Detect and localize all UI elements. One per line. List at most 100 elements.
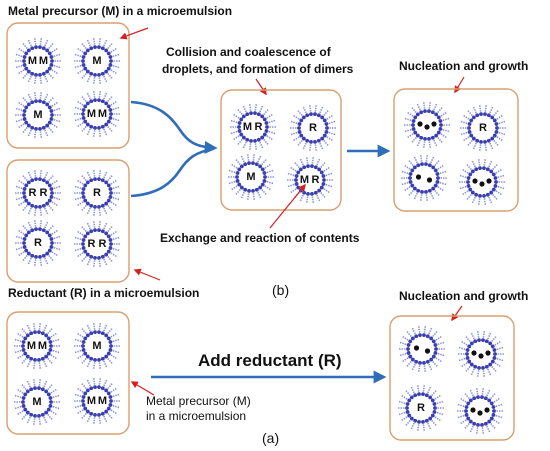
surfactant-tail bbox=[14, 394, 24, 399]
surfactant-head bbox=[33, 330, 37, 335]
surfactant-head bbox=[436, 130, 441, 135]
surfactant-head bbox=[33, 386, 37, 391]
nucleation-box-bottom: R bbox=[389, 315, 515, 441]
surfactant-tail bbox=[487, 160, 493, 170]
micelle bbox=[404, 102, 450, 148]
surfactant-head bbox=[436, 176, 440, 180]
surfactant-head bbox=[419, 135, 424, 140]
surfactant-head bbox=[38, 204, 42, 209]
surfactant-head bbox=[29, 412, 34, 417]
surfactant-head bbox=[104, 333, 109, 338]
surfactant-head bbox=[417, 419, 421, 424]
surfactant-head bbox=[106, 351, 111, 356]
surfactant-head bbox=[104, 354, 109, 359]
surfactant-head bbox=[235, 171, 240, 175]
nanoparticle-dot bbox=[417, 121, 423, 127]
surfactant-head bbox=[432, 410, 437, 414]
surfactant-head bbox=[254, 187, 259, 192]
surfactant-head bbox=[423, 136, 427, 141]
surfactant-head bbox=[297, 130, 302, 134]
surfactant-head bbox=[408, 180, 413, 184]
surfactant-head bbox=[434, 347, 438, 351]
reductant-label: Reductant (R) in a microemulsion bbox=[8, 286, 199, 300]
surfactant-head bbox=[37, 413, 41, 418]
nucleation-label-top: Nucleation and growth bbox=[399, 59, 528, 73]
surfactant-head bbox=[49, 195, 54, 199]
surfactant-head bbox=[109, 344, 113, 348]
surfactant-tail bbox=[26, 324, 32, 334]
surfactant-head bbox=[294, 174, 299, 178]
surfactant-head bbox=[294, 178, 298, 182]
surfactant-head bbox=[262, 179, 267, 183]
surfactant-tail bbox=[43, 205, 49, 215]
surfactant-head bbox=[81, 55, 86, 59]
metal-symbol: M bbox=[243, 121, 252, 133]
surfactant-head bbox=[34, 72, 38, 77]
surfactant-tail bbox=[17, 388, 26, 396]
surfactant-head bbox=[97, 228, 101, 233]
surfactant-head bbox=[30, 178, 35, 183]
surfactant-head bbox=[408, 339, 413, 344]
surfactant-head bbox=[93, 255, 97, 260]
metal-precursor-label: Metal precursor (M) in a microemulsion bbox=[8, 4, 232, 18]
surfactant-head bbox=[81, 340, 86, 344]
micelle: M bbox=[228, 154, 274, 200]
surfactant-head bbox=[256, 112, 261, 117]
surfactant-head bbox=[89, 331, 94, 336]
surfactant-head bbox=[430, 413, 435, 418]
surfactant-head bbox=[310, 191, 314, 196]
surfactant-head bbox=[100, 71, 105, 76]
surfactant-head bbox=[475, 138, 480, 143]
surfactant-head bbox=[490, 115, 495, 120]
surfactant-head bbox=[413, 130, 418, 135]
pointer-arrow bbox=[133, 268, 161, 281]
surfactant-head bbox=[47, 233, 52, 238]
surfactant-head bbox=[431, 354, 436, 359]
surfactant-head bbox=[305, 138, 310, 143]
metal-symbol: M bbox=[92, 340, 101, 352]
surfactant-tail bbox=[242, 139, 248, 149]
surfactant-head bbox=[50, 241, 54, 245]
surfactant-head bbox=[418, 360, 422, 365]
surfactant-head bbox=[38, 72, 42, 77]
surfactant-head bbox=[81, 246, 86, 250]
surfactant-head bbox=[420, 162, 424, 167]
surfactant-head bbox=[34, 254, 38, 259]
surfactant-head bbox=[488, 341, 493, 346]
surfactant-head bbox=[44, 389, 49, 394]
surfactant-head bbox=[34, 45, 38, 50]
surfactant-head bbox=[476, 395, 480, 400]
surfactant-head bbox=[81, 116, 86, 120]
surfactant-head bbox=[321, 174, 326, 178]
surfactant-head bbox=[464, 413, 469, 417]
surfactant-head bbox=[100, 411, 105, 416]
collision-label-line1: Collision and coalescence of bbox=[166, 45, 332, 59]
surfactant-head bbox=[438, 119, 443, 123]
surfactant-tail bbox=[413, 190, 419, 200]
surfactant-head bbox=[49, 63, 54, 67]
surfactant-head bbox=[422, 333, 426, 338]
surfactant-head bbox=[109, 191, 113, 195]
surfactant-tail bbox=[17, 352, 26, 360]
surfactant-head bbox=[23, 336, 28, 341]
surfactant-head bbox=[50, 113, 54, 117]
surfactant-head bbox=[424, 162, 428, 167]
surfactant-head bbox=[484, 364, 489, 369]
surfactant-head bbox=[46, 407, 51, 412]
surfactant-head bbox=[46, 336, 51, 341]
surfactant-head bbox=[405, 402, 410, 406]
surfactant-head bbox=[412, 186, 417, 191]
surfactant-head bbox=[473, 364, 478, 369]
surfactant-head bbox=[491, 413, 496, 417]
surfactant-head bbox=[431, 339, 436, 344]
surfactant-head bbox=[421, 392, 425, 397]
surfactant-head bbox=[239, 164, 244, 169]
surfactant-tail bbox=[86, 171, 92, 181]
surfactant-head bbox=[85, 48, 90, 53]
surfactant-tail bbox=[27, 221, 33, 231]
surfactant-head bbox=[413, 393, 418, 398]
surfactant-head bbox=[467, 126, 471, 130]
surfactant-head bbox=[81, 238, 86, 242]
surfactant-head bbox=[21, 344, 25, 348]
